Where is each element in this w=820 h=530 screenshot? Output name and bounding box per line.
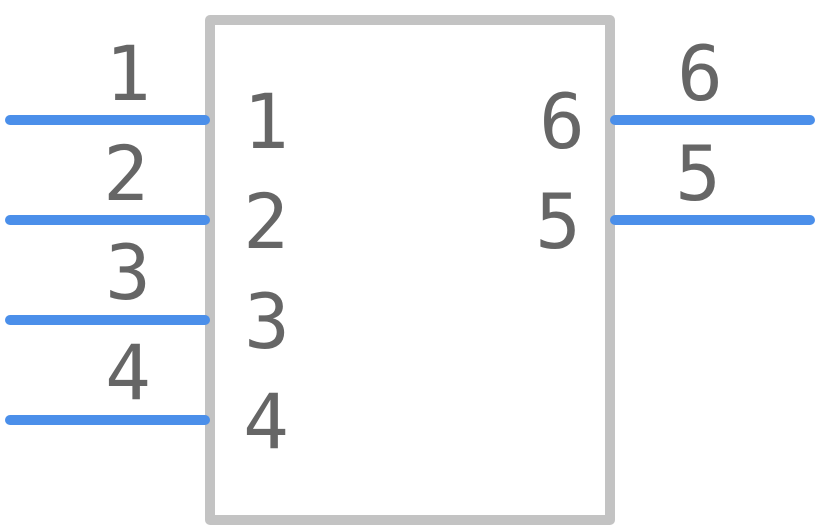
pin-5: 5 5 xyxy=(535,129,815,266)
pin-4: 4 4 xyxy=(5,328,289,466)
pin-5-number: 5 xyxy=(675,129,721,218)
pin-2: 2 2 xyxy=(5,129,289,266)
pin-2-label: 2 xyxy=(243,177,289,266)
pin-3-label: 3 xyxy=(244,277,290,366)
pin-4-label: 4 xyxy=(243,377,289,466)
pin-6: 6 6 xyxy=(539,29,815,166)
pin-6-number: 6 xyxy=(677,29,723,118)
component-body xyxy=(205,15,615,525)
pin-3: 3 3 xyxy=(5,228,290,366)
pin-1: 1 1 xyxy=(5,29,289,166)
pin-2-number: 2 xyxy=(103,129,149,218)
pin-1-label: 1 xyxy=(243,77,289,166)
pin-1-number: 1 xyxy=(105,29,151,118)
pin-5-label: 5 xyxy=(535,177,581,266)
pin-3-number: 3 xyxy=(105,228,151,317)
pin-4-number: 4 xyxy=(105,328,151,417)
pin-6-label: 6 xyxy=(539,77,585,166)
